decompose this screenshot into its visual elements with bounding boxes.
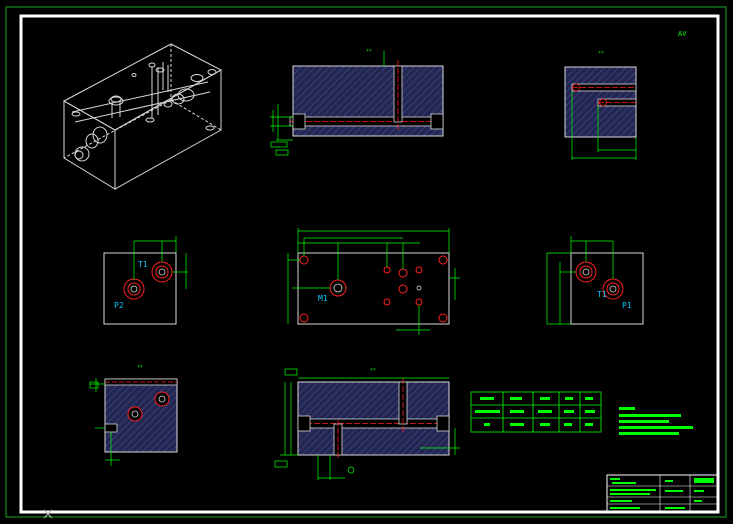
svg-text:**: ** <box>370 368 376 374</box>
isometric-view <box>62 43 223 190</box>
right-port-view: T1 P1 <box>546 236 644 325</box>
top-plan-view: M1 <box>287 228 460 335</box>
corner-mark: AV <box>678 30 687 38</box>
inner-frame <box>19 14 720 514</box>
svg-text:**: ** <box>366 49 372 55</box>
svg-text:**: ** <box>598 51 604 57</box>
left-port-view: T1 P2 <box>103 236 188 325</box>
port-label-p2-left: P2 <box>114 301 124 310</box>
cursor-mark <box>43 509 53 519</box>
side-section-view: ** <box>564 51 637 160</box>
bottom-center-section-view: ** <box>274 368 460 480</box>
front-section-view: ** <box>270 49 444 156</box>
outer-frame <box>5 6 727 518</box>
port-label-m1: M1 <box>318 294 328 303</box>
bottom-left-section-view: ** <box>89 365 178 466</box>
title-block <box>606 474 718 512</box>
port-label-t1-left: T1 <box>138 260 148 269</box>
port-label-t1-right: T1 <box>597 290 607 299</box>
svg-text:**: ** <box>137 365 143 371</box>
technical-notes <box>619 407 693 435</box>
corner-mark-text: AV <box>678 30 687 38</box>
parameter-table <box>470 391 602 433</box>
port-label-p1-right: P1 <box>622 301 632 310</box>
